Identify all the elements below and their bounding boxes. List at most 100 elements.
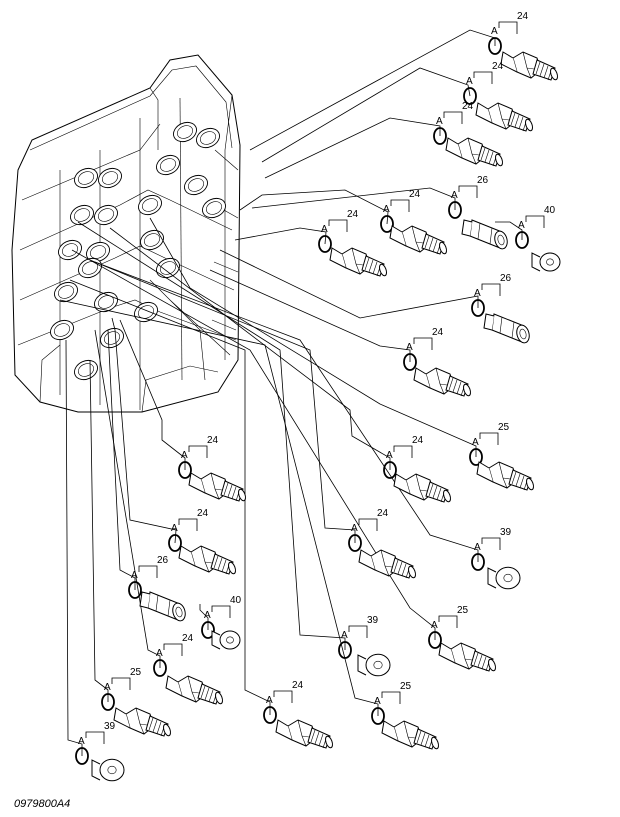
o-ring [383, 461, 397, 479]
part-fitting: A 25 [371, 681, 439, 750]
callout-bracket [438, 615, 458, 628]
part-number: 25 [400, 681, 412, 692]
part-fitting: A24 [178, 435, 246, 502]
part-number: 24 [347, 209, 359, 220]
port-opening [156, 154, 180, 176]
o-ring-label: A [383, 204, 390, 215]
o-ring-label: A [374, 696, 381, 707]
part-number: 26 [477, 175, 489, 186]
leader-line [65, 339, 83, 756]
part-fitting: A25 [469, 422, 534, 491]
valve-housing [11, 54, 241, 413]
port-opening [196, 127, 220, 149]
port-opening [184, 174, 208, 196]
o-ring-label: A [321, 224, 328, 235]
part-number: 39 [104, 721, 116, 732]
o-ring [263, 706, 277, 724]
o-ring [153, 659, 167, 677]
part-fitting: A 24 [318, 209, 387, 277]
part-number: 39 [500, 527, 512, 538]
callout-bracket [381, 691, 401, 704]
o-ring [318, 235, 332, 253]
o-ring [75, 747, 89, 765]
o-ring [338, 641, 352, 659]
port-opening [134, 301, 158, 323]
part-number: 24 [409, 189, 421, 200]
part-fitting: A24 [263, 680, 333, 749]
port-opening [58, 239, 82, 261]
part-number: 25 [130, 667, 142, 678]
o-ring-label: A [156, 648, 163, 659]
leader-line [234, 227, 327, 245]
leader-line [495, 221, 523, 240]
o-ring [471, 553, 485, 571]
o-ring-label: A [474, 288, 481, 299]
o-ring-label: A [474, 542, 481, 553]
o-ring [371, 707, 385, 725]
port-opening [54, 281, 78, 303]
port-opening [202, 197, 226, 219]
part-number: 24 [412, 435, 424, 446]
part-number: 40 [230, 595, 242, 606]
callout-bracket [393, 445, 413, 458]
callout-bracket [525, 215, 545, 228]
part-fitting: A24 [488, 11, 558, 81]
o-ring [515, 231, 529, 249]
port-opening [70, 204, 94, 226]
part-number: 24 [207, 435, 219, 446]
o-ring [471, 299, 485, 317]
part-number: 26 [500, 273, 512, 284]
part-fitting: A24 [433, 101, 503, 167]
part-fitting: A 24 [153, 633, 223, 705]
callout-bracket [85, 731, 105, 744]
part-number: 26 [157, 555, 169, 566]
part-adapter: A 26 [471, 273, 530, 344]
o-ring-label: A [472, 437, 479, 448]
o-ring [403, 353, 417, 371]
o-ring-label: A [406, 342, 413, 353]
part-number: 25 [457, 605, 469, 616]
callout-bracket [481, 537, 501, 550]
o-ring [448, 201, 462, 219]
part-fitting: A24 [463, 61, 533, 132]
part-number: 39 [367, 615, 379, 626]
o-ring [128, 581, 142, 599]
callout-bracket [479, 432, 499, 445]
leader-line [264, 117, 441, 179]
o-ring [101, 693, 115, 711]
port-opening [74, 167, 98, 189]
port-opening [50, 319, 74, 341]
part-plug-small: A40 [201, 595, 242, 650]
leader-line [251, 187, 456, 210]
callout-bracket [390, 199, 410, 212]
part-fitting: A 24 [380, 189, 447, 255]
callout-bracket [188, 445, 208, 458]
callout-bracket [211, 605, 231, 618]
o-ring-label: A [266, 695, 273, 706]
o-ring [168, 534, 182, 552]
port-opening [94, 291, 118, 313]
part-fitting: A25 [428, 605, 496, 672]
o-ring [428, 631, 442, 649]
o-ring [178, 461, 192, 479]
callout-bracket [443, 111, 463, 124]
o-ring-label: A [131, 570, 138, 581]
o-ring [348, 534, 362, 552]
callout-bracket [473, 71, 493, 84]
o-ring-label: A [436, 116, 443, 127]
o-ring-label: A [78, 736, 85, 747]
o-ring [463, 87, 477, 105]
part-fitting: A24 [403, 327, 471, 397]
leader-line [209, 269, 411, 362]
port-opening [140, 229, 164, 251]
callout-bracket [413, 337, 433, 350]
part-number: 24 [182, 633, 194, 644]
o-ring-label: A [466, 76, 473, 87]
o-ring-label: A [451, 190, 458, 201]
o-ring [488, 37, 502, 55]
callout-bracket [358, 518, 378, 531]
part-plug: A39 [338, 615, 391, 677]
part-number: 24 [377, 508, 389, 519]
